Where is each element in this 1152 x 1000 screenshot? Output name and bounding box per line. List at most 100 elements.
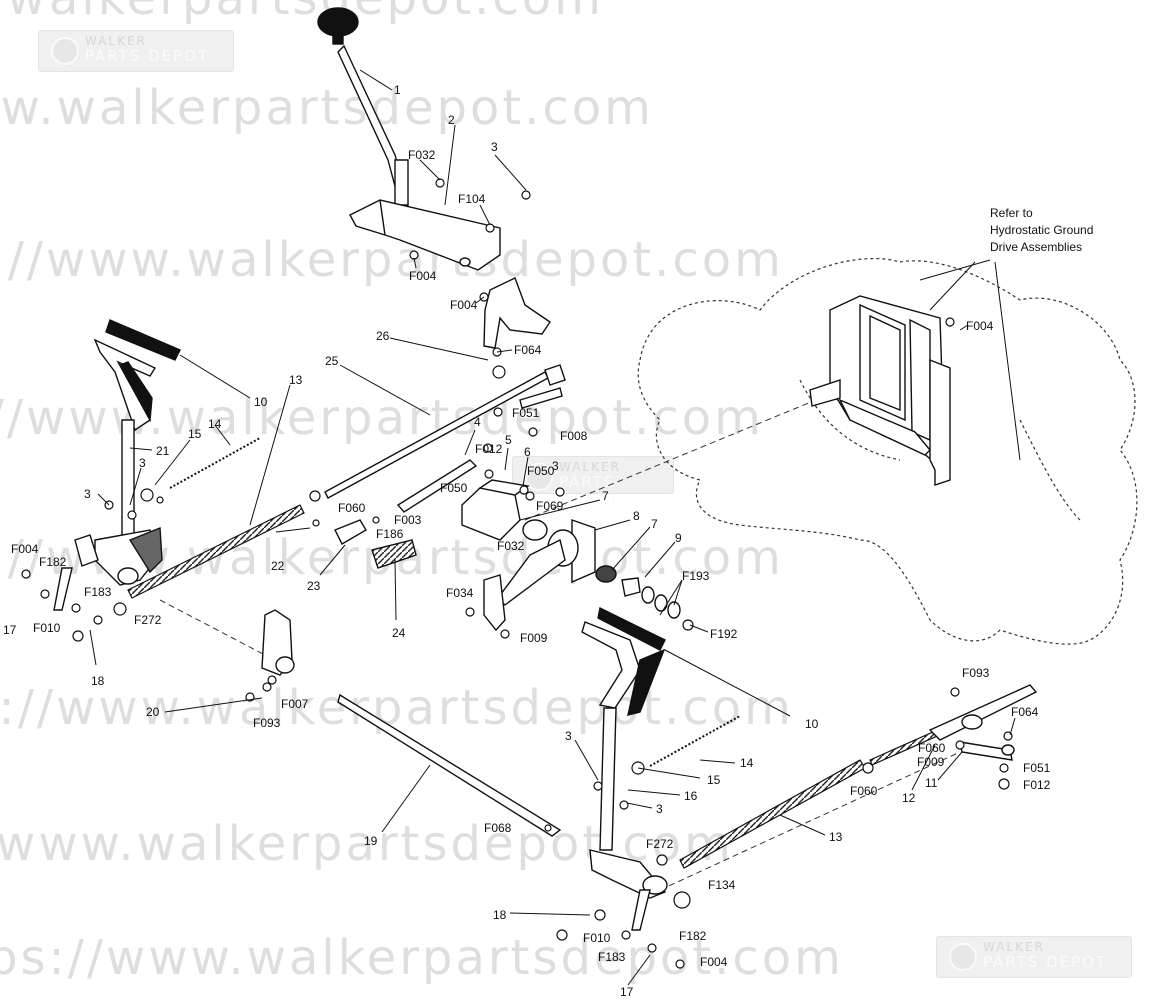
logo-text-bottom: PARTS DEPOT bbox=[983, 953, 1108, 971]
callout-21: 21 bbox=[156, 444, 170, 458]
callout-F193: F193 bbox=[682, 569, 710, 583]
watermark-logo: WALKER PARTS DEPOT bbox=[38, 30, 234, 72]
callout-F183: F183 bbox=[84, 585, 112, 599]
callout-F093: F093 bbox=[962, 666, 990, 680]
right-pedal bbox=[581, 606, 668, 931]
callout-F004: F004 bbox=[450, 298, 478, 312]
callout-F034: F034 bbox=[446, 586, 474, 600]
watermark-text: https://www.walkerpartsdepot.com bbox=[0, 80, 654, 136]
callout-19: 19 bbox=[364, 834, 378, 848]
callout-7: 7 bbox=[651, 517, 658, 531]
callout-8: 8 bbox=[633, 509, 640, 523]
callout-10: 10 bbox=[254, 395, 268, 409]
callout-F186: F186 bbox=[376, 527, 404, 541]
hydro-bracket bbox=[809, 295, 951, 486]
callout-F093: F093 bbox=[253, 716, 281, 730]
callout-20: 20 bbox=[146, 705, 160, 719]
callout-F182: F182 bbox=[39, 555, 67, 569]
callout-13: 13 bbox=[289, 373, 303, 387]
leader-lines bbox=[89, 69, 1021, 986]
note-line-3: Drive Assemblies bbox=[990, 240, 1082, 254]
callout-17: 17 bbox=[620, 985, 634, 999]
parking-lever bbox=[317, 7, 551, 349]
rods bbox=[324, 364, 566, 837]
callout-F003: F003 bbox=[394, 513, 422, 527]
note-line-2: Hydrostatic Ground bbox=[990, 223, 1093, 237]
callout-18: 18 bbox=[91, 674, 105, 688]
callout-F272: F272 bbox=[134, 613, 162, 627]
logo-mark-icon bbox=[51, 37, 79, 65]
callout-F064: F064 bbox=[514, 343, 542, 357]
callout-F104: F104 bbox=[458, 192, 486, 206]
callout-F012: F012 bbox=[1023, 778, 1051, 792]
logo-text-top: WALKER bbox=[559, 460, 621, 474]
callout-3: 3 bbox=[656, 802, 663, 816]
callout-F051: F051 bbox=[1023, 761, 1051, 775]
callout-1: 1 bbox=[394, 83, 401, 97]
right-brake-lever bbox=[928, 684, 1038, 761]
watermark-logo: WALKER PARTS DEPOT bbox=[936, 936, 1132, 978]
watermark-logo: WALKER PARTS DEPOT bbox=[512, 456, 674, 509]
callout-12: 12 bbox=[902, 791, 916, 805]
callout-15: 15 bbox=[188, 427, 202, 441]
callout-F010: F010 bbox=[33, 621, 61, 635]
callout-F009: F009 bbox=[917, 755, 945, 769]
callout-24: 24 bbox=[392, 626, 406, 640]
callout-F064: F064 bbox=[1011, 705, 1039, 719]
callout-F068: F068 bbox=[484, 821, 512, 835]
logo-mark-icon bbox=[525, 463, 553, 491]
callout-3: 3 bbox=[565, 729, 572, 743]
logo-text-bottom: PARTS DEPOT bbox=[559, 473, 621, 509]
callout-F032: F032 bbox=[497, 539, 525, 553]
note-line-1: Refer to bbox=[990, 206, 1033, 220]
callout-F032: F032 bbox=[408, 148, 436, 162]
callout-23: 23 bbox=[307, 579, 321, 593]
callout-11: 11 bbox=[925, 776, 938, 790]
callout-F007: F007 bbox=[281, 697, 309, 711]
callout-22: 22 bbox=[271, 559, 285, 573]
callout-18: 18 bbox=[493, 908, 507, 922]
reference-lines bbox=[159, 389, 961, 891]
watermark-text: https://www.walkerpartsdepot.com bbox=[0, 0, 604, 26]
callout-F051: F051 bbox=[512, 406, 540, 420]
callout-10: 10 bbox=[805, 717, 819, 731]
callout-F060: F060 bbox=[338, 501, 366, 515]
callout-F272: F272 bbox=[646, 837, 674, 851]
callout-14: 14 bbox=[740, 756, 754, 770]
callout-5: 5 bbox=[505, 433, 512, 447]
callout-F069: F069 bbox=[536, 499, 564, 513]
callout-F060: F060 bbox=[850, 784, 878, 798]
callout-F009: F009 bbox=[520, 631, 548, 645]
callout-3: 3 bbox=[84, 487, 91, 501]
callout-labels: 1 2 3 F032 F104 F004 F004 F064 26 25 F05… bbox=[3, 83, 1051, 999]
callout-6: 6 bbox=[524, 445, 531, 459]
callout-F192: F192 bbox=[710, 627, 738, 641]
watermark-text: https://www.walkerpartsdepot.com bbox=[0, 680, 794, 736]
logo-text-top: WALKER bbox=[85, 34, 147, 48]
callout-7: 7 bbox=[602, 489, 609, 503]
callout-3: 3 bbox=[491, 140, 498, 154]
callout-F004: F004 bbox=[966, 319, 994, 333]
logo-text-bottom: PARTS DEPOT bbox=[85, 47, 210, 65]
left-pedal bbox=[53, 319, 181, 611]
callout-F182: F182 bbox=[679, 929, 707, 943]
callout-2: 2 bbox=[448, 113, 455, 127]
callout-F012: F012 bbox=[475, 442, 503, 456]
callout-14: 14 bbox=[208, 417, 222, 431]
callout-F004: F004 bbox=[11, 542, 39, 556]
center-linkage bbox=[261, 459, 681, 676]
logo-mark-icon bbox=[949, 943, 977, 971]
watermark-text: https://www.walkerpartsdepot.com bbox=[0, 930, 844, 986]
callout-15: 15 bbox=[707, 773, 721, 787]
callout-25: 25 bbox=[325, 354, 339, 368]
logo-text-top: WALKER bbox=[983, 940, 1045, 954]
callout-F060: F060 bbox=[918, 741, 946, 755]
callout-F010: F010 bbox=[583, 931, 611, 945]
callout-26: 26 bbox=[376, 329, 390, 343]
callout-F134: F134 bbox=[708, 878, 736, 892]
watermark-text: https://www.walkerpartsdepot.com bbox=[0, 232, 784, 288]
callout-F050: F050 bbox=[527, 464, 555, 478]
callout-F183: F183 bbox=[598, 950, 626, 964]
